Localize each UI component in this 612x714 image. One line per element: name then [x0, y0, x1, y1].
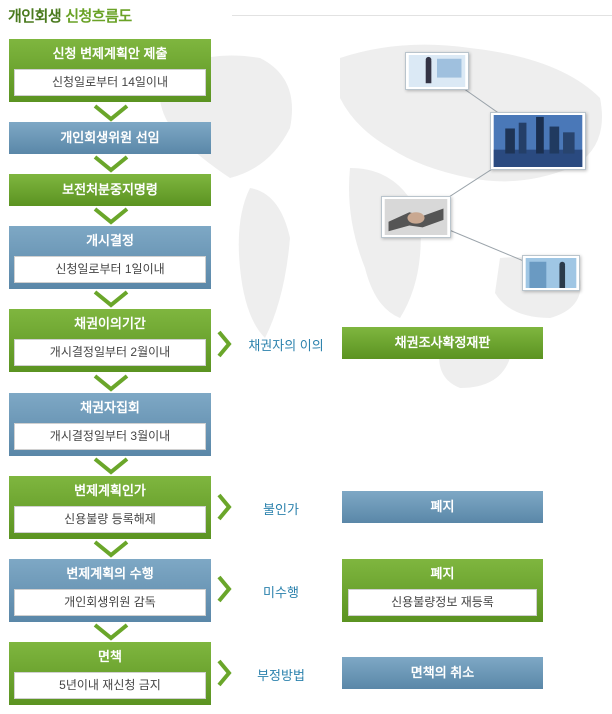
result-title: 폐지	[430, 499, 455, 514]
branch-label-disapproval: 불인가	[263, 502, 299, 517]
title-part1: 개인회생	[8, 8, 62, 25]
step-title: 변제계획인가	[74, 483, 146, 498]
step-subtitle: 개시결정일부터 2월이내	[14, 339, 206, 366]
title-part2: 신청흐름도	[65, 8, 132, 25]
down-arrow-icon	[93, 457, 129, 475]
right-arrow-icon	[217, 330, 232, 358]
step-subtitle: 5년이내 재신청 금지	[14, 672, 206, 699]
step-title: 개시결정	[86, 233, 134, 248]
step-title: 채권이의기간	[74, 316, 146, 331]
branch-label-fraud: 부정방법	[257, 668, 305, 683]
down-arrow-icon	[93, 540, 129, 558]
business-person-photo	[405, 52, 469, 90]
step-subtitle: 개시결정일부터 3월이내	[14, 423, 206, 450]
step-plan-execution: 변제계획의 수행 개인회생위원 감독	[9, 559, 211, 622]
down-arrow-icon	[93, 207, 129, 225]
down-arrow-icon	[93, 290, 129, 308]
step-subtitle: 신청일로부터 1일이내	[14, 256, 206, 283]
step-title: 채권자집회	[80, 400, 140, 415]
step-application-submission: 신청 변제계획안 제출 신청일로부터 14일이내	[9, 39, 211, 102]
step-title: 신청 변제계획안 제출	[52, 46, 168, 61]
result-title: 폐지	[430, 566, 455, 581]
step-creditors-meeting: 채권자집회 개시결정일부터 3월이내	[9, 393, 211, 456]
result-abolition: 폐지	[342, 491, 543, 523]
step-commissioner-appointment: 개인회생위원 선임	[9, 122, 211, 154]
right-arrow-icon	[217, 659, 232, 687]
branch-label-objection: 채권자의 이의	[248, 338, 324, 353]
right-arrow-icon	[217, 493, 232, 521]
step-title: 보전처분중지명령	[62, 182, 158, 197]
step-subtitle: 신용불량 등록해제	[14, 506, 206, 533]
right-arrow-icon	[217, 575, 232, 603]
step-title: 면책	[98, 649, 122, 664]
step-commencement-decision: 개시결정 신청일로부터 1일이내	[9, 226, 211, 289]
step-objection-period: 채권이의기간 개시결정일부터 2월이내	[9, 309, 211, 372]
step-title: 변제계획의 수행	[66, 566, 154, 581]
down-arrow-icon	[93, 104, 129, 122]
result-claim-trial: 채권조사확정재판	[342, 327, 543, 359]
result-subtitle: 신용불량정보 재등록	[348, 589, 537, 616]
step-subtitle: 개인회생위원 감독	[14, 589, 206, 616]
step-preservation-order: 보전처분중지명령	[9, 174, 211, 206]
down-arrow-icon	[93, 155, 129, 173]
result-abolition-reregistration: 폐지 신용불량정보 재등록	[342, 559, 543, 622]
title-divider	[232, 15, 612, 16]
skyscraper-person-photo	[522, 255, 580, 291]
result-title: 채권조사확정재판	[394, 335, 491, 350]
down-arrow-icon	[93, 374, 129, 392]
step-discharge: 면책 5년이내 재신청 금지	[9, 642, 211, 705]
result-discharge-revocation: 면책의 취소	[342, 657, 543, 689]
step-title: 개인회생위원 선임	[60, 130, 160, 145]
result-title: 면책의 취소	[410, 665, 475, 680]
handshake-photo	[381, 196, 451, 238]
branch-label-nonperformance: 미수행	[263, 585, 299, 600]
city-skyline-photo	[490, 112, 586, 170]
step-plan-approval: 변제계획인가 신용불량 등록해제	[9, 476, 211, 539]
down-arrow-icon	[93, 623, 129, 641]
step-subtitle: 신청일로부터 14일이내	[14, 69, 206, 96]
